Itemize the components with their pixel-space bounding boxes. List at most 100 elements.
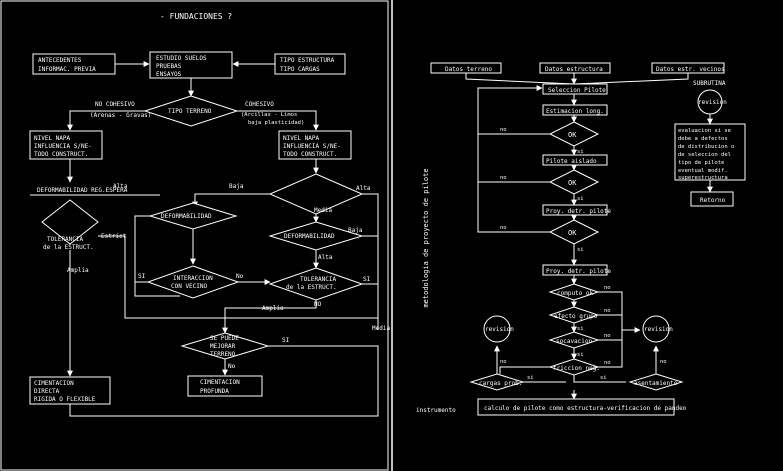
ok-label-3: OK [568,229,577,237]
estimacion-box [542,104,608,116]
deformabilidad-res-label: DEFORMABILIDAD REG.ESPERA [37,187,128,194]
tolerancia-left-l2: de la ESTRUCT. [43,244,94,251]
cim-profunda-l2: PROFUNDA [200,388,229,395]
tolerancia-right-l2: de la ESTRUCT. [286,284,337,291]
no-label-r2: no [500,175,507,181]
cim-directa-l1: CIMENTACION [34,380,74,387]
tipo-estructura-line1: TIPO ESTRUCTURA [280,57,335,64]
revision-circle-left [483,315,511,343]
no2-label: NO [314,301,322,308]
tolerancia-left-l1: TOLERANCIA [47,236,84,243]
nivel-right-line1: NIVEL NAPA [283,135,320,142]
computo-label: computo ok [557,290,594,297]
si3-label: SI [282,337,290,344]
sub-line2: debe a defectos [678,136,728,142]
sub-line7: superestructura [678,175,728,181]
ok-label-2: OK [568,179,577,187]
asentamiento-label: asentamiento [634,380,678,387]
nivel-napa-right-box [278,130,352,160]
antecedentes-line2: INFORMAC. PREVIA [38,66,96,73]
left-title: - FUNDACIONES ? [160,12,232,21]
tipo-estructura-line2: TIPO CARGAS [280,66,320,73]
tipo-terreno-label: TIPO TERRENO [168,108,212,115]
deformabilidad-a-label: DEFORMABILIDAD [161,213,212,220]
tolerancia-left-diamond [41,199,99,245]
retorno-box [690,191,734,207]
subrutina-box [674,123,746,181]
si-label-r2: si [577,196,584,202]
no-cohesivo-sub: (Arenas - Gravas) [90,112,151,119]
alta-label-1: Alta [356,185,371,192]
si-label-1: SI [138,273,146,280]
cimentacion-directa-box [29,376,111,405]
baja-label: Baja [229,183,244,190]
subrutina-revision-label: revision [698,99,727,106]
interaccion-line2: CON VECINO [171,283,208,290]
cohesivo-label: COHESIVO [245,101,274,108]
proy-detr-2-box [542,264,608,276]
ok-label-1: OK [568,131,577,139]
si-label-r6: si [527,375,534,381]
cargas-label: cargas prob. [479,380,522,387]
cohesivo-sub2: baja plasticidad) [248,120,304,126]
cohesivo-sub1: (Arcillas - Limos [241,112,297,118]
media2-label: Media [372,325,390,332]
cim-profunda-l1: CIMENTACION [200,379,240,386]
datos-vecinos-label: Datos estr. vecinos [656,66,725,73]
tipo-terreno-diamond [143,95,239,127]
estudio-line3: ENSAYOS [156,71,182,78]
si2-label: SI [363,276,371,283]
si-label-r1: si [577,149,584,155]
alta-label-2: Alta [113,183,128,190]
proy-detr-2-label: Proy. detr. pilote [546,268,611,275]
sub-line6: eventual modif. [678,168,728,174]
seleccion-box [542,83,608,95]
cimentacion-profunda-box [187,375,263,397]
retorno-label: Retorno [700,197,726,204]
sub-line4: de seleccion del [678,152,731,158]
pilote-aislado-label: Pilote aislado [546,158,597,165]
interaccion-line1: INTERACCION [173,275,213,282]
subrutina-label: SUBRUTINA [693,80,726,87]
revision-left-label: revision [485,326,514,333]
no-label-r7: no [604,360,611,366]
nivel-right-line3: TODO CONSTRUCT. [283,151,337,158]
amplia-label: Amplia [67,267,89,274]
deformabilidad-b-label: DEFORMABILIDAD [284,233,335,240]
estimacion-label: Estimacion long. [546,108,604,115]
sub-line5: tipo de pilote [678,160,724,166]
friccion-label: friccion neg. [553,365,600,372]
nivel-left-line1: NIVEL NAPA [34,135,71,142]
si-label-r7: si [600,375,607,381]
antecedentes-line1: ANTECEDENTES [38,57,82,64]
seleccion-label: Seleccion Pilote [548,87,606,94]
sub-line1: evaluacion si se [678,128,731,134]
revision-right-label: revision [644,326,673,333]
estudio-line1: ESTUDIO SUELOS [156,55,207,62]
proy-detr-1-label: Proy. detr. pilote [546,208,611,215]
no-label-r5: no [604,308,611,314]
no-label-r6: no [604,333,611,339]
cargas-diamond [469,373,525,391]
nivel-napa-left-box [29,130,103,160]
no-label-r8: no [500,359,507,365]
no-label-r9: no [660,359,667,365]
cim-directa-l3: RIGIDA O FLEXIBLE [34,396,96,403]
cim-directa-l2: DIRECTA [34,388,60,395]
calculo-label: calculo de pilote como estructura-verifi… [484,405,687,412]
no3-label: No [228,363,236,370]
nivel-right-line2: INFLUENCIA S/NE- [283,143,341,150]
revision-circle-right [642,315,670,343]
datos-estructura-label: Datos estructura [545,66,603,73]
nivel-left-line3: TODO CONSTRUCT. [34,151,88,158]
si-label-r4: si [577,326,584,332]
media-label: Media [314,207,332,214]
si-label-r5: si [577,352,584,358]
mejorar-line3: TERRENO [210,351,236,358]
mejorar-line1: SE PUEDE [210,335,239,342]
estudio-line2: PRUEBAS [156,63,182,70]
socavacion-label: socavacion [556,338,593,345]
no-label-r3: no [500,225,507,231]
efecto-label: efecto grupo [554,313,598,320]
